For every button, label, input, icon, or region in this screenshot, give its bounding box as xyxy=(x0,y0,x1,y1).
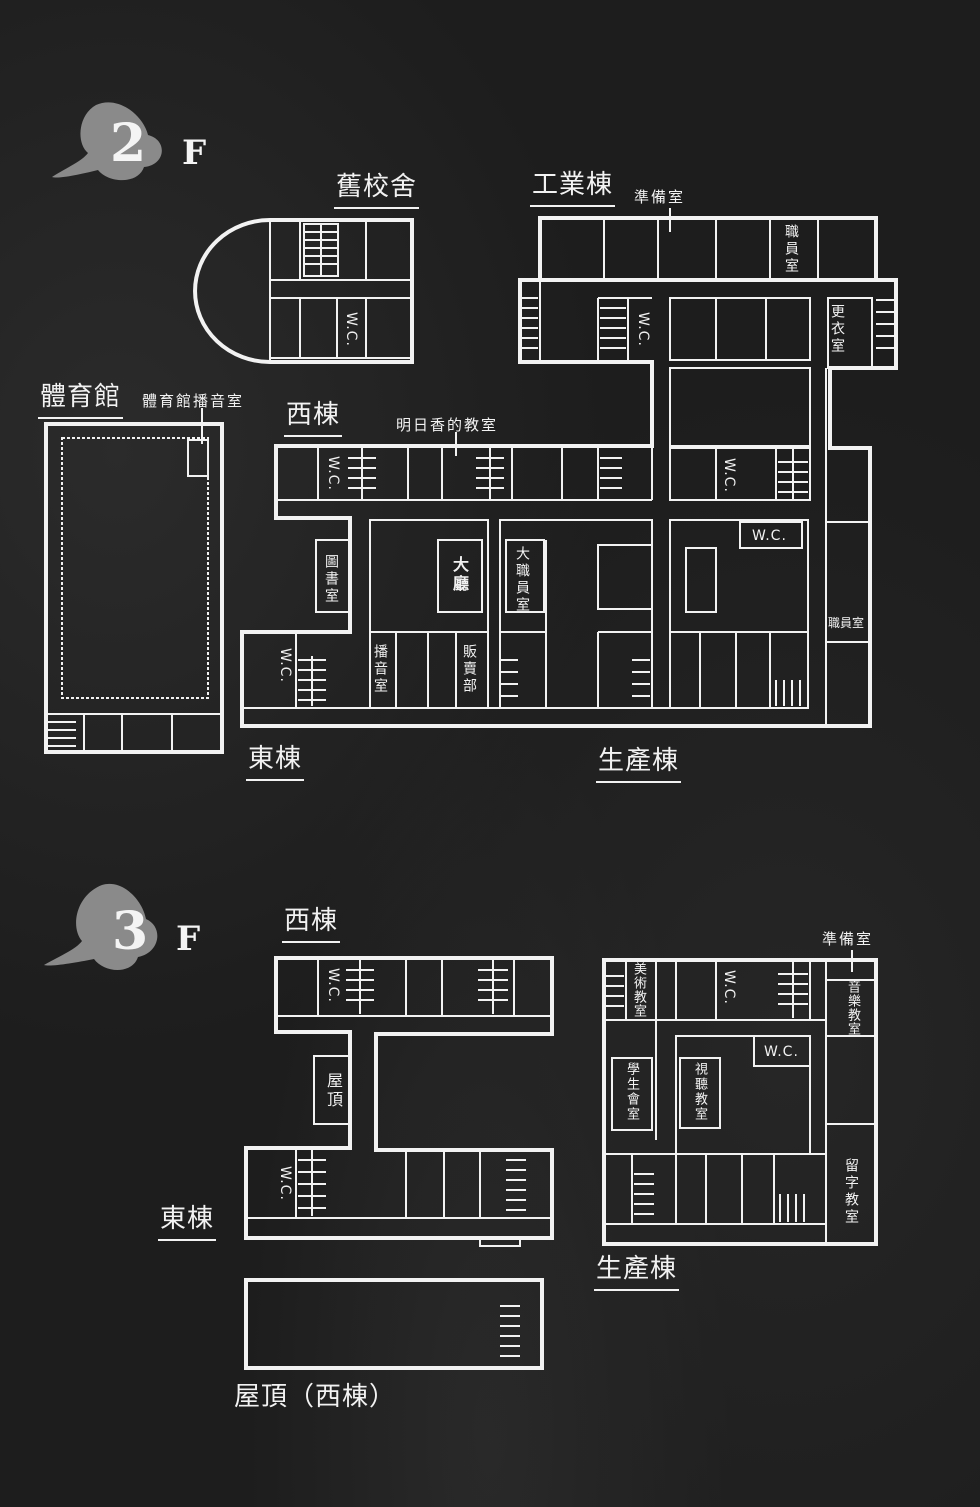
west-building-3f-label: 西棟 xyxy=(282,900,341,943)
main-stairs-2f xyxy=(298,297,894,706)
east-building-3f-label: 東棟 xyxy=(158,1198,217,1241)
wc-east-3f: W.C. xyxy=(277,1166,293,1201)
wc-production-3f: W.C. xyxy=(764,1044,799,1060)
west-east-wing-3f xyxy=(244,956,554,1247)
floor-3-number: 3 xyxy=(112,901,149,962)
old-building-outline xyxy=(193,218,414,364)
production-building-label: 生產棟 xyxy=(596,740,682,783)
staff-room-right-label: 職員室 xyxy=(828,616,865,630)
floor-2-number: 2 xyxy=(110,113,147,174)
gym-stairs xyxy=(48,721,76,747)
stairs-3f xyxy=(298,960,808,1357)
floor-3-letter: F xyxy=(176,919,201,959)
wc-production: W.C. xyxy=(752,528,787,544)
av-room-label: 視聽教室 xyxy=(692,1062,707,1122)
wc-east: W.C. xyxy=(277,648,293,683)
floor-2-badge: 2 F xyxy=(48,95,206,185)
prep-room-label: 準備室 xyxy=(634,188,686,206)
student-council-label: 學生會室 xyxy=(624,1062,639,1122)
gym-outline xyxy=(44,422,224,754)
study-abroad-room-label: 留字教室 xyxy=(843,1158,859,1226)
gym-broadcast-label: 體育館播音室 xyxy=(142,392,245,410)
shop-label: 販賣部 xyxy=(461,644,477,695)
old-building-stairs xyxy=(303,223,339,277)
hall-label: 大廳 xyxy=(450,556,469,594)
rooftop-label: 屋頂 xyxy=(324,1072,343,1110)
ink-splatter-icon xyxy=(52,102,162,181)
music-room-label: 音樂教室 xyxy=(845,980,860,1036)
wc-west-corridor: W.C. xyxy=(325,456,341,491)
library-label: 圖書室 xyxy=(323,554,339,605)
broadcast-room-label: 播音室 xyxy=(372,644,388,695)
wc-production-3f-top: W.C. xyxy=(721,970,737,1005)
rooftop-west-outline xyxy=(244,1278,544,1370)
art-room-label: 美術教室 xyxy=(631,962,646,1018)
wc-industrial: W.C. xyxy=(635,312,651,347)
gym-label: 體育館 xyxy=(38,376,124,419)
staff-room-top-label: 職員室 xyxy=(783,224,799,275)
production-building-3f-label: 生產棟 xyxy=(594,1248,680,1291)
rooftop-west-label: 屋頂（西棟） xyxy=(234,1382,397,1412)
prep-room-3f-label: 準備室 xyxy=(822,930,874,948)
main-staff-room-label: 大職員室 xyxy=(514,546,530,614)
industrial-building-label: 工業棟 xyxy=(530,164,616,207)
east-building-label: 東棟 xyxy=(246,738,305,781)
floor-3-badge: 3 F xyxy=(42,875,200,970)
asuka-classroom-label: 明日香的教室 xyxy=(396,416,499,434)
changing-room-label: 更衣室 xyxy=(829,304,845,355)
old-building-label: 舊校舍 xyxy=(334,166,420,209)
wc-west-3f: W.C. xyxy=(325,968,341,1003)
production-wing-3f xyxy=(602,958,878,1246)
main-complex-2f xyxy=(240,216,898,728)
wc-right-upper: W.C. xyxy=(721,458,737,493)
west-building-label: 西棟 xyxy=(284,394,343,437)
ink-splatter-icon xyxy=(44,883,158,970)
floor-2-letter: F xyxy=(182,133,207,173)
wc-old-building: W.C. xyxy=(343,312,359,347)
